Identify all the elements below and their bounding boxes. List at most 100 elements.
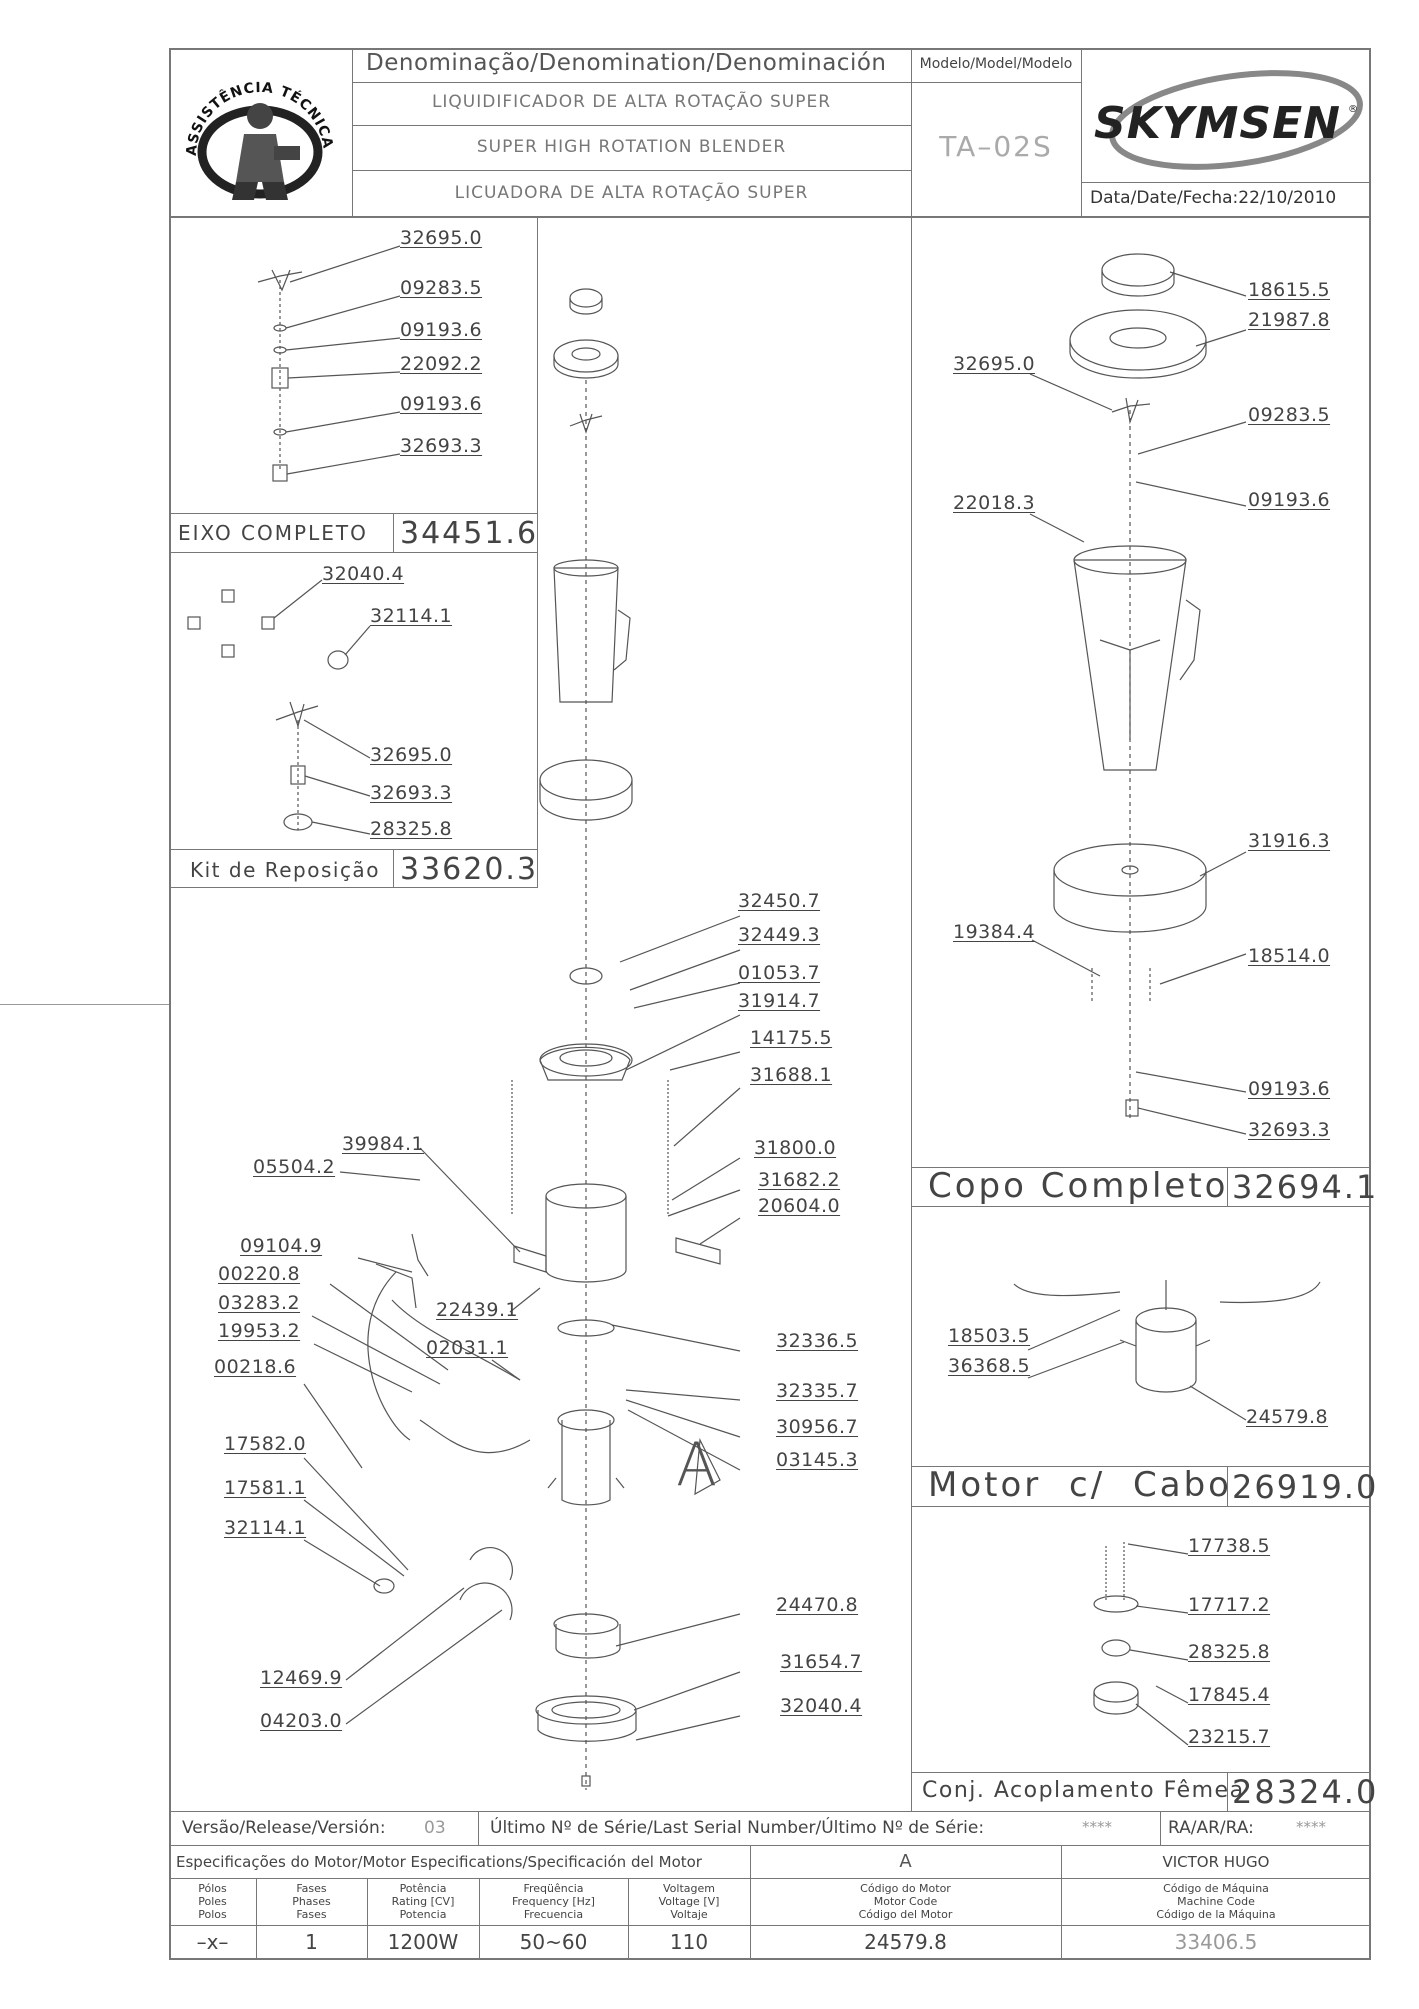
spec-label: Especificações do Motor/Motor Especifica… [176,1853,702,1871]
value-voltage: 110 [669,1930,709,1954]
main-part-label: 14175.5 [750,1027,833,1049]
col-head-frequency: Freqüência Frequency [Hz] Frecuencia [512,1882,595,1921]
svg-text:SKYMSEN: SKYMSEN [1094,98,1341,149]
version-label: Versão/Release/Versión: [182,1818,386,1838]
denomination-label: Denominação/Denomination/Denominación [366,50,887,76]
motor-panel-code: 26919.0 [1232,1468,1379,1506]
value-rating: 1200W [387,1930,459,1954]
eixo-part-label: 09283.5 [400,277,483,299]
main-part-label: 03283.2 [218,1292,301,1314]
main-part-label: 09104.9 [240,1235,323,1257]
copo-drawing [1053,253,1207,1120]
motor-leader-lines [1027,1309,1247,1421]
copo-part-label: 09193.6 [1248,489,1331,511]
main-part-label: 31654.7 [780,1651,863,1673]
copo-part-label: 31916.3 [1248,830,1331,852]
value-poles: –x– [196,1930,229,1954]
main-part-label: 32450.7 [738,890,821,912]
eixo-panel-code: 34451.6 [400,516,539,551]
name-english: SUPER HIGH ROTATION BLENDER [476,137,787,157]
main-part-label: 31800.0 [754,1137,837,1159]
acoplamento-part-label: 28325.8 [1188,1641,1271,1663]
main-part-label: 31682.2 [758,1169,841,1191]
col-head-phases: Fases Phases Fases [292,1882,331,1921]
main-part-label: 03145.3 [776,1449,859,1471]
main-part-label: 00220.8 [218,1263,301,1285]
main-part-label: 02031.1 [426,1337,509,1359]
motor-drawing [1013,1280,1321,1393]
motor-part-label: 36368.5 [948,1355,1031,1377]
main-part-label: 05504.2 [253,1156,336,1178]
main-part-label: 01053.7 [738,962,821,984]
serial-value: **** [1082,1818,1112,1836]
acoplamento-panel-name: Conj. Acoplamento Fêmea [922,1778,1245,1803]
col-head-motor-code: Código do Motor Motor Code Código del Mo… [858,1882,953,1921]
acoplamento-part-label: 23215.7 [1188,1726,1271,1748]
main-part-label: 32114.1 [224,1517,307,1539]
main-part-label: 30956.7 [776,1416,859,1438]
main-leader-lines [303,915,741,1741]
acoplamento-leader-lines [1127,1543,1189,1746]
kit-part-label: 32693.3 [370,782,453,804]
main-part-label: 32336.5 [776,1330,859,1352]
col-head-rating: Potência Rating [CV] Potencia [391,1882,455,1921]
motor-part-label: 24579.8 [1246,1406,1329,1428]
copo-part-label: 18615.5 [1248,279,1331,301]
acoplamento-panel-code: 28324.0 [1232,1773,1379,1811]
eixo-part-label: 09193.6 [400,319,483,341]
date-value: 22/10/2010 [1238,188,1337,208]
kit-drawing [187,579,371,835]
motor-marker-a: A [676,1430,718,1500]
copo-part-label: 09193.6 [1248,1078,1331,1100]
main-part-label: 32449.3 [738,924,821,946]
copo-part-label: 18514.0 [1248,945,1331,967]
date-label: Data/Date/Fecha:22/10/2010 [1090,188,1336,208]
svg-text:®: ® [1348,104,1358,115]
motor-panel-name: Motor c/ Cabo [928,1465,1232,1505]
eixo-part-label: 22092.2 [400,353,483,375]
main-part-label: 17581.1 [224,1477,307,1499]
eixo-part-label: 32695.0 [400,227,483,249]
main-part-label: 31914.7 [738,990,821,1012]
copo-panel-name: Copo Completo [928,1166,1229,1206]
acoplamento-part-label: 17738.5 [1188,1535,1271,1557]
acoplamento-part-label: 17845.4 [1188,1684,1271,1706]
main-part-label: 31688.1 [750,1064,833,1086]
eixo-part-label: 09193.6 [400,393,483,415]
kit-part-label: 32114.1 [370,605,453,627]
main-part-label: 17582.0 [224,1433,307,1455]
col-head-voltage: Voltagem Voltage [V] Voltaje [658,1882,720,1921]
kit-part-label: 32695.0 [370,744,453,766]
acoplamento-part-label: 17717.2 [1188,1594,1271,1616]
acoplamento-drawing [1093,1542,1139,1715]
copo-part-label: 21987.8 [1248,309,1331,331]
version-value: 03 [424,1818,446,1838]
copo-leader-lines [1029,271,1247,1135]
kit-part-label: 32040.4 [322,563,405,585]
copo-part-label: 09283.5 [1248,404,1331,426]
eixo-panel-name: EIXO COMPLETO [178,521,368,545]
serial-label: Último Nº de Série/Last Serial Number/Úl… [490,1818,985,1838]
ra-value: **** [1296,1818,1326,1836]
date-label-text: Data/Date/Fecha: [1090,188,1239,208]
copo-panel-code: 32694.1 [1232,1168,1379,1206]
main-part-label: 24470.8 [776,1594,859,1616]
service-badge-logo: ASSISTÊNCIA TÉCNICA AUTORIZADA [168,42,346,212]
main-part-label: 04203.0 [260,1710,343,1732]
copo-part-label: 22018.3 [953,492,1036,514]
main-part-label: 20604.0 [758,1195,841,1217]
main-part-label: 22439.1 [436,1299,519,1321]
copo-part-label: 19384.4 [953,921,1036,943]
main-part-label: 32040.4 [780,1695,863,1717]
value-frequency: 50~60 [519,1930,588,1954]
col-head-machine-code: Código de Máquina Machine Code Código de… [1156,1882,1276,1921]
main-part-label: 19953.2 [218,1320,301,1342]
main-assembly-drawing [367,288,721,1790]
copo-part-label: 32693.3 [1248,1119,1331,1141]
ra-label: RA/AR/RA: [1168,1818,1254,1838]
model-value: TA–02S [939,130,1053,163]
main-part-label: 32335.7 [776,1380,859,1402]
model-label: Modelo/Model/Modelo [919,56,1073,72]
main-part-label: 12469.9 [260,1667,343,1689]
